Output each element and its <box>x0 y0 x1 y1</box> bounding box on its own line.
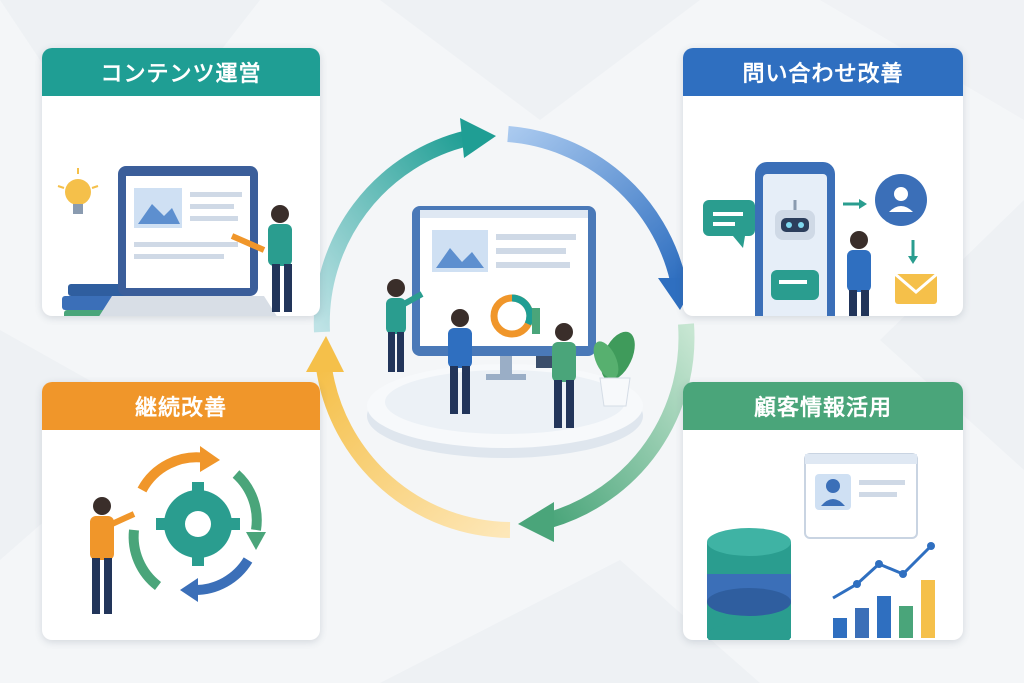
lightbulb-icon <box>57 168 99 214</box>
card-content-operation: コンテンツ運営 <box>42 48 320 316</box>
cycle-arrow-green <box>518 323 695 542</box>
pencil-icon <box>230 233 266 253</box>
card-title: 問い合わせ改善 <box>742 62 904 87</box>
bar-chart-icon <box>832 542 935 638</box>
inquiry-illustration <box>703 162 938 316</box>
cycle-arrows-icon <box>128 446 266 602</box>
person-standing-icon <box>847 231 871 316</box>
card-customer-info: 顧客情報活用 <box>683 382 963 640</box>
card-continuous-improvement: 継続改善 <box>42 382 320 640</box>
card-inquiry-improvement: 問い合わせ改善 <box>683 48 963 316</box>
improvement-illustration <box>90 446 266 614</box>
person-pointing-icon <box>90 497 136 614</box>
person-tablet-icon <box>536 323 576 428</box>
card-header-continuous-improvement: 継続改善 <box>42 382 320 430</box>
user-icon <box>875 174 927 226</box>
card-title: 顧客情報活用 <box>753 396 892 421</box>
cycle-arrow-orange <box>306 336 511 538</box>
mail-icon <box>894 272 938 304</box>
profile-window-icon <box>804 453 918 539</box>
card-title: コンテンツ運営 <box>100 62 262 87</box>
customer-illustration <box>707 453 935 640</box>
content-illustration <box>57 166 292 316</box>
robot-icon <box>775 200 815 240</box>
person-thinking-icon <box>448 309 472 414</box>
laptop-icon <box>99 166 277 316</box>
cycle-diagram <box>306 118 698 542</box>
card-title: 継続改善 <box>134 396 227 421</box>
arrow-right-icon <box>843 199 867 209</box>
person-pointing-icon <box>386 279 424 372</box>
database-icon <box>707 528 791 640</box>
chat-bubble-icon <box>703 200 755 248</box>
gear-icon <box>156 482 240 566</box>
cycle-arrow-teal <box>313 118 496 333</box>
chat-bubble-icon <box>771 270 819 300</box>
card-header-customer-info: 顧客情報活用 <box>683 382 963 430</box>
card-header-content-operation: コンテンツ運営 <box>42 48 320 96</box>
arrow-down-icon <box>908 240 918 264</box>
person-writing-icon <box>268 205 292 312</box>
plant-icon <box>593 331 635 407</box>
card-header-inquiry-improvement: 問い合わせ改善 <box>683 48 963 96</box>
